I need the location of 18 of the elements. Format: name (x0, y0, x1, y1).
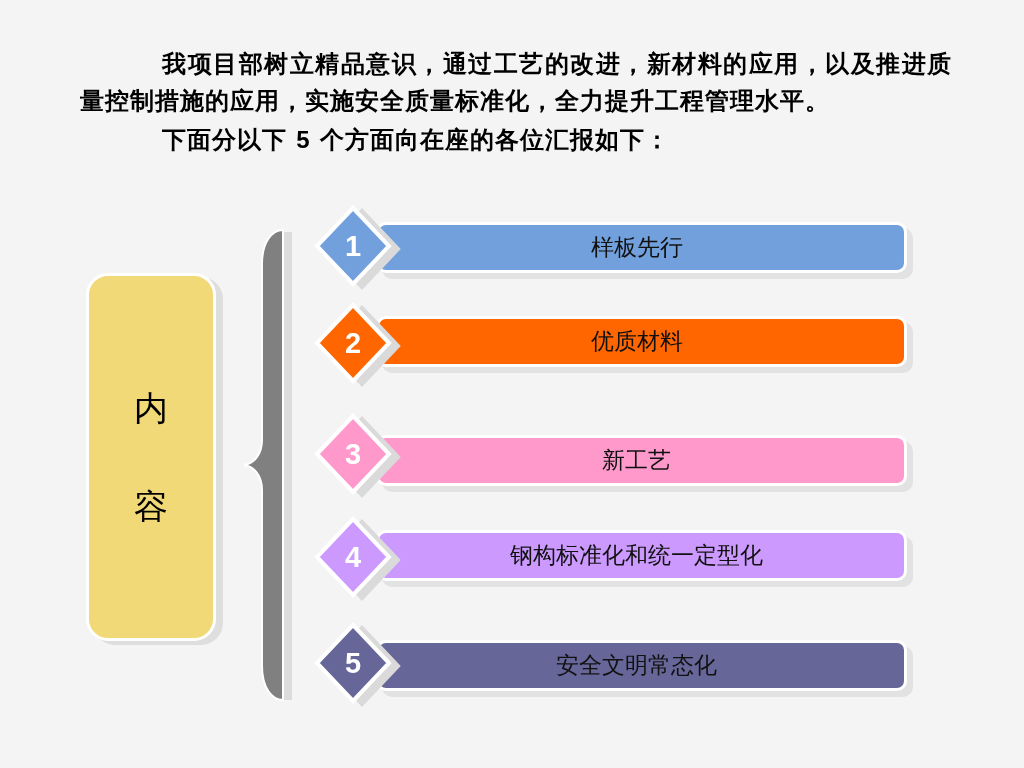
number-diamond (315, 206, 391, 286)
topic-title: 优质材料 (590, 327, 683, 356)
number-diamond (315, 623, 391, 703)
number-diamond (315, 517, 391, 597)
topic-title: 安全文明常态化 (556, 651, 717, 680)
topic-title: 样板先行 (590, 233, 683, 262)
step-number: 2 (343, 325, 363, 361)
step-number: 3 (343, 436, 363, 472)
step-number: 4 (343, 539, 363, 575)
topic-title: 新工艺 (602, 446, 671, 475)
intro-paragraph: 我项目部树立精品意识，通过工艺的改进，新材料的应用，以及推进质量控制措施的应用，实施安全质量标准化，全力提升工程管理水平。 (80, 49, 952, 117)
topic-title: 钢构标准化和统一定型化 (510, 541, 763, 570)
step-number: 1 (343, 228, 363, 264)
panel-title: 内容 (134, 387, 168, 528)
number-diamond (315, 414, 391, 494)
number-diamond (315, 303, 391, 383)
step-number: 5 (343, 645, 363, 681)
intro-paragraph: 下面分以下 5 个方面向在座的各位汇报如下： (161, 125, 672, 156)
